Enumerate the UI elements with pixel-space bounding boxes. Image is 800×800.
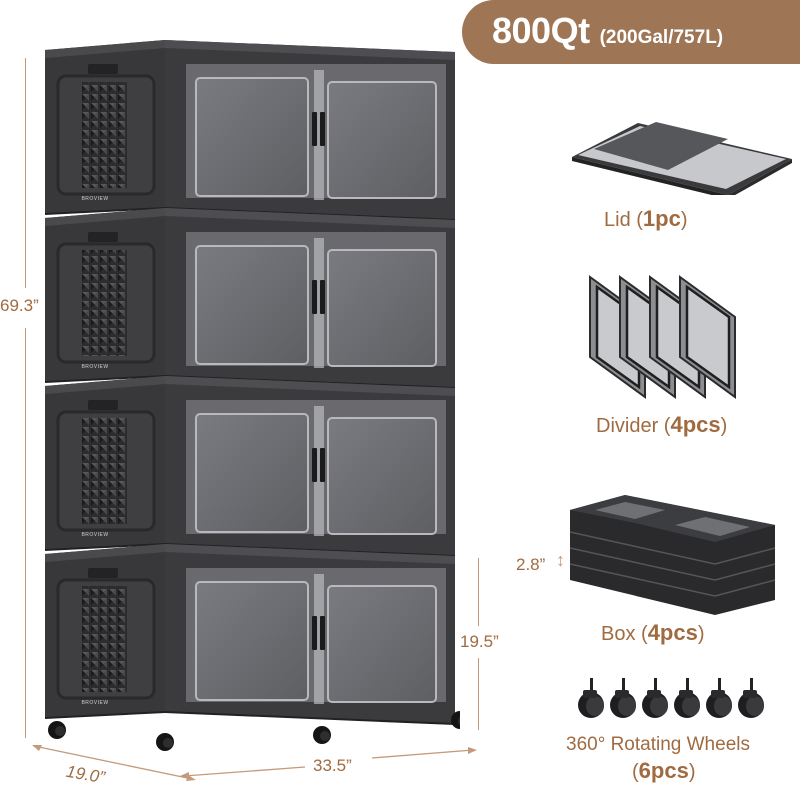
door-handle-left — [312, 616, 317, 650]
depth-dimension-arrow — [32, 745, 196, 781]
front-door-left-panel — [195, 581, 309, 701]
capacity-quarts: 800Qt — [492, 10, 590, 51]
wheels-qty-label: (6pcs) — [632, 758, 696, 783]
side-door-texture — [82, 250, 127, 356]
caster-wheel — [674, 678, 700, 718]
door-handle-right — [320, 112, 325, 146]
front-door-left-panel — [195, 245, 309, 365]
height-dimension-label: 69.3” — [0, 296, 39, 315]
divider-panel — [679, 275, 736, 399]
front-door-left-panel — [195, 77, 309, 197]
cabinet-tier: BROVIEW — [44, 208, 456, 389]
capacity-badge: 800Qt (200Gal/757L) — [462, 0, 800, 64]
cabinet-tier: BROVIEW — [44, 376, 456, 557]
door-seam — [314, 70, 324, 200]
lid-illustration — [572, 122, 792, 195]
dividers-illustration — [589, 275, 736, 399]
box-label: Box (4pcs) — [601, 620, 705, 645]
caster-wheel — [610, 678, 636, 718]
height-dimension-line-top — [25, 58, 26, 288]
brand-mark: BROVIEW — [81, 532, 108, 538]
width-arrow-right-head — [468, 747, 477, 754]
door-handle-left — [312, 448, 317, 482]
cabinet-wheel — [313, 726, 331, 744]
brand-mark: BROVIEW — [81, 196, 108, 202]
door-seam — [314, 406, 324, 536]
front-door-right-panel — [327, 81, 437, 199]
caster-wheel — [706, 678, 732, 718]
side-door-texture — [82, 418, 127, 524]
door-seam — [314, 574, 324, 704]
front-door-left-panel — [195, 413, 309, 533]
door-handle-left — [312, 112, 317, 146]
width-arrow-right-segment — [371, 749, 474, 759]
front-door-right-panel — [327, 417, 437, 535]
tier-height-label: 19.5” — [460, 632, 499, 651]
height-dimension-line-bottom — [25, 328, 26, 738]
side-door-texture — [82, 82, 127, 188]
cabinet-tier: BROVIEW — [44, 40, 456, 221]
tier-height-line-top — [478, 558, 479, 626]
caster-wheel — [642, 678, 668, 718]
side-door-texture — [82, 586, 127, 692]
width-arrow-left-segment — [183, 766, 306, 777]
width-dimension-arrow — [180, 747, 477, 779]
capacity-gallons-liters: (200Gal/757L) — [599, 27, 724, 48]
cabinet-wheel — [48, 721, 66, 739]
cabinet-tier: BROVIEW — [44, 544, 456, 725]
cabinet-wheel — [156, 733, 174, 751]
door-handle-right — [320, 280, 325, 314]
box-height-arrow-icon: ↕ — [556, 550, 565, 570]
wheels-illustration — [578, 678, 764, 718]
door-handle-left — [312, 280, 317, 314]
brand-mark: BROVIEW — [81, 700, 108, 706]
boxes-illustration — [569, 495, 776, 615]
cabinet-wheel — [451, 711, 460, 729]
side-handle — [88, 400, 118, 410]
front-door-right-panel — [327, 249, 437, 367]
wheels-label: 360° Rotating Wheels — [566, 734, 750, 755]
tier-height-line-bottom — [478, 658, 479, 730]
door-handle-right — [320, 616, 325, 650]
box-height-label: 2.8” — [516, 555, 546, 574]
lid-label: Lid (1pc) — [604, 206, 688, 231]
side-handle — [88, 232, 118, 242]
width-arrow-left-head — [180, 772, 189, 779]
door-handle-right — [320, 448, 325, 482]
caster-wheel — [738, 678, 764, 718]
brand-mark: BROVIEW — [81, 364, 108, 370]
front-door-right-panel — [327, 585, 437, 703]
side-handle — [88, 568, 118, 578]
folded-box-stack — [569, 495, 776, 615]
cabinet-illustration: BROVIEW BROVIEW BROVIEW BROVIEW — [44, 40, 460, 751]
side-handle — [88, 64, 118, 74]
width-dimension-label: 33.5” — [313, 756, 352, 775]
divider-label: Divider (4pcs) — [596, 412, 728, 437]
caster-wheel — [578, 678, 604, 718]
door-seam — [314, 238, 324, 368]
